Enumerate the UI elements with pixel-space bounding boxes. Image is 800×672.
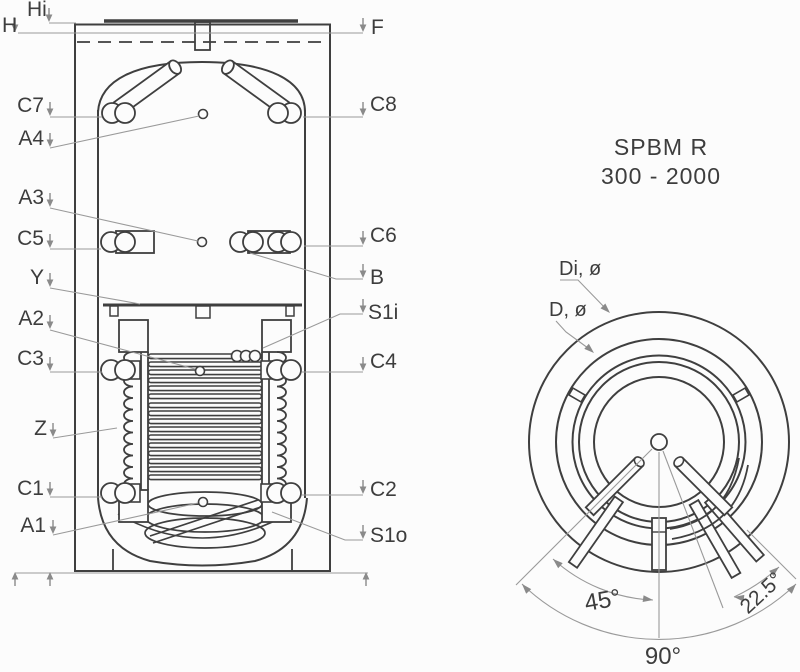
nozzle-c5 [100,230,155,254]
nozzle-c3 [100,359,141,381]
nozzle-c4 [260,359,302,381]
label-c7: C7 [17,94,44,117]
nozzle-c6 [229,230,302,254]
sensor-a4 [197,108,209,120]
label-s1i: S1i [368,301,398,324]
exit-pipe-left [567,495,625,569]
exit-pipe-right-b [688,498,742,580]
label-y: Y [30,266,44,289]
diagonal-pipe-c8 [221,59,302,124]
label-f: F [371,16,384,39]
label-h: H [2,14,17,37]
label-a1: A1 [20,514,46,537]
label-angle-90: 90° [645,643,681,670]
label-c5: C5 [17,227,44,250]
top-connection-f [194,21,211,51]
sensor-a2 [194,365,206,377]
label-a4: A4 [18,127,44,150]
support-plate [103,303,302,319]
label-di: Di, ø [559,258,601,280]
ring-tab-right [731,386,751,404]
label-angle-45: 45° [582,584,622,617]
label-d: D, ø [549,299,587,321]
sensor-a3 [196,236,208,248]
label-z: Z [34,417,47,440]
label-c4: C4 [370,350,397,373]
label-c2: C2 [370,478,397,501]
label-c8: C8 [370,93,397,116]
top-view-dimensions [515,279,799,640]
label-a3: A3 [18,186,44,209]
sensor-points [194,108,209,508]
title-spbm: SPBM R [614,134,708,160]
front-labels: Hi H F C7 A4 A3 C5 Y A2 C3 Z C1 A1 C8 C6… [2,0,407,547]
nozzle-c1 [100,482,141,504]
label-hi: Hi [27,0,47,21]
front-leader-lines [10,7,371,587]
nozzle-c2 [260,482,302,504]
sensor-a1 [197,496,209,508]
label-a2: A2 [18,307,44,330]
top-view: SPBM R 300 - 2000 [515,134,799,670]
front-view: Hi H F C7 A4 A3 C5 Y A2 C3 Z C1 A1 C8 C6… [2,0,407,587]
center-hub [650,433,668,451]
label-b: B [370,266,384,289]
label-c1: C1 [17,477,44,500]
label-c6: C6 [370,224,397,247]
inner-stub-right [673,456,734,517]
tank-vessel [97,60,308,571]
diagonal-pipe-c7 [101,59,182,124]
title-range: 300 - 2000 [601,163,721,189]
label-s1o: S1o [370,524,407,547]
insulation-jacket [74,23,331,572]
label-c3: C3 [17,347,44,370]
ring-tab-left [567,386,587,404]
